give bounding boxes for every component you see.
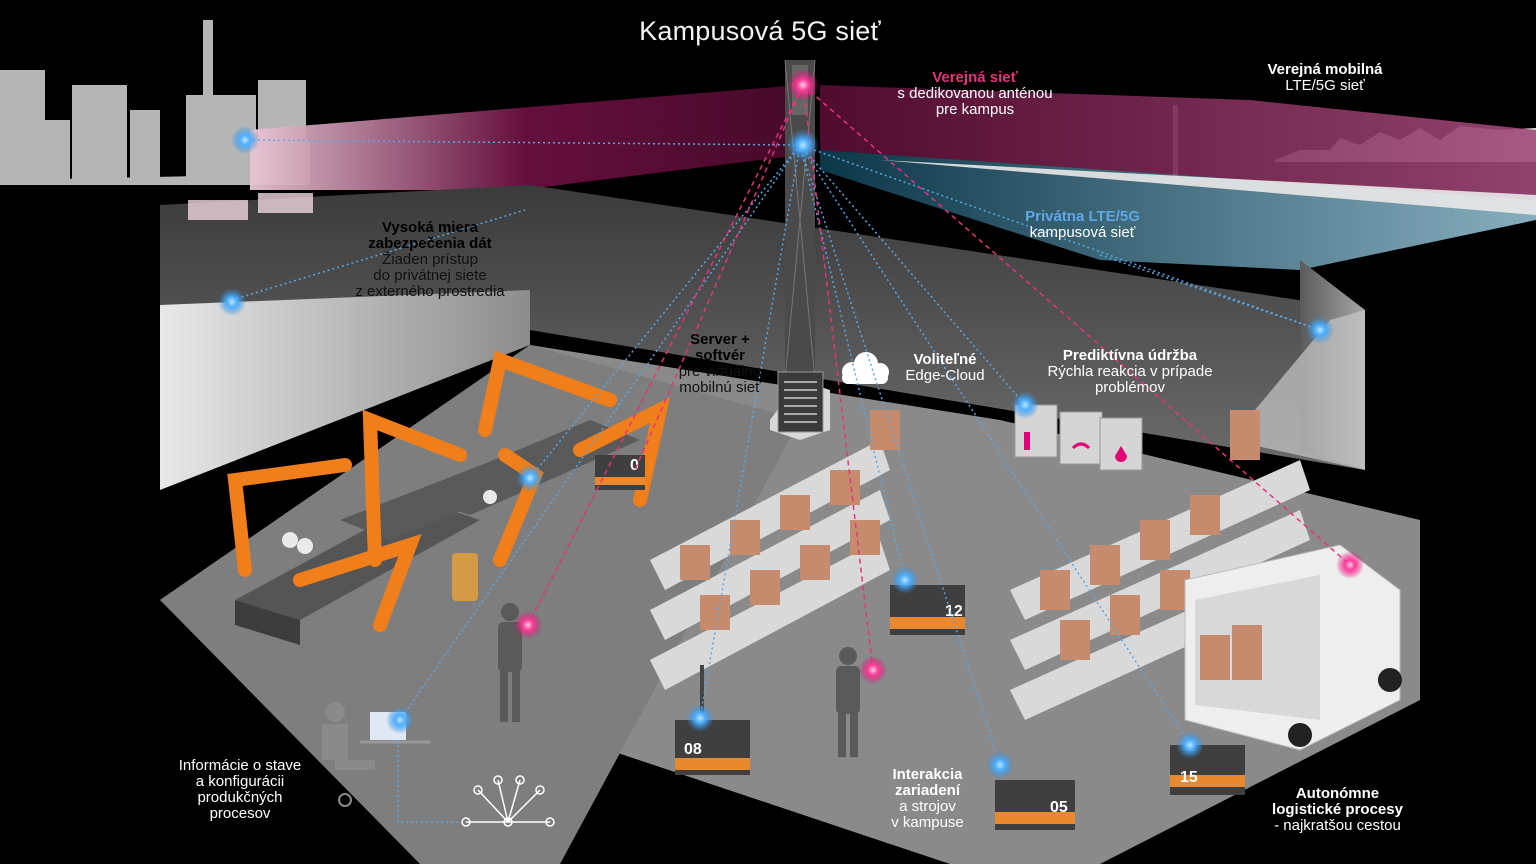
interaction-line1: a strojov <box>899 798 956 815</box>
agv-number-05: 05 <box>1050 799 1068 816</box>
security-title2: zabezpečenia dát <box>368 235 492 252</box>
agv-number-0: 0 <box>630 457 639 474</box>
agv-number-08: 08 <box>684 741 702 758</box>
public-beam-left <box>250 85 800 190</box>
status-info-label: Informácie o stave a konfigurácii produk… <box>165 758 315 822</box>
private-network-line1: kampusová sieť <box>1029 224 1136 241</box>
public-network-title: Verejná sieť <box>932 69 1018 86</box>
maintenance-title: Prediktívna údržba <box>1062 347 1198 364</box>
interaction-title1: Interakcia <box>892 766 963 783</box>
server-line1: pre virtuálnu <box>678 363 762 380</box>
public-network-line2: pre kampus <box>935 101 1015 118</box>
right-light <box>1230 310 1365 470</box>
signal-points <box>218 69 1364 779</box>
status-line4: procesov <box>209 805 271 822</box>
server-title2: softvér <box>694 347 746 364</box>
public-mobile-label: Verejná mobilná LTE/5G sieť <box>1240 62 1410 94</box>
public-network-line1: s dedikovanou anténou <box>897 85 1053 102</box>
person-icon <box>498 603 860 757</box>
private-network-title: Privátna LTE/5G <box>1025 208 1140 225</box>
server-rack-icon <box>770 371 830 440</box>
status-line1: Informácie o stave <box>178 757 302 774</box>
security-title1: Vysoká miera <box>381 219 479 236</box>
private-links <box>231 139 1321 766</box>
page-title: Kampusová 5G sieť <box>639 16 881 46</box>
private-beam-right <box>820 150 1536 270</box>
edge-cloud-label: Voliteľné Edge-Cloud <box>885 352 1005 384</box>
public-network-label: Verejná sieť s dedikovanou anténou pre k… <box>870 70 1080 118</box>
status-line3: produkčných <box>197 789 283 806</box>
left-wall <box>160 290 530 490</box>
public-mobile-title: Verejná mobilná <box>1267 61 1383 78</box>
status-line2: a konfigurácii <box>195 773 285 790</box>
logistics-title1: Autonómne <box>1295 785 1380 802</box>
wifi-icon <box>1071 442 1091 450</box>
public-beam-right <box>820 85 1536 200</box>
security-label: Vysoká miera zabezpečenia dát Žiaden prí… <box>330 220 530 300</box>
truck-icon <box>1184 544 1402 751</box>
drop-icon <box>1115 446 1127 462</box>
server-title1: Server + <box>690 331 750 348</box>
public-links <box>527 84 1351 671</box>
security-line3: z externého prostredia <box>355 283 505 300</box>
maintenance-label: Prediktívna údržba Rýchla reakcia v príp… <box>1020 348 1240 396</box>
maintenance-line1: Rýchla reakcia v prípade <box>1047 363 1213 380</box>
cell-tower-icon <box>784 59 816 381</box>
public-beam-light <box>880 160 1536 215</box>
robot-arm-icon <box>227 350 671 632</box>
back-wall <box>160 185 1365 470</box>
interaction-line2: v kampuse <box>891 814 964 831</box>
network-graph-icon <box>397 740 555 827</box>
maintenance-line2: problémov <box>1094 379 1166 396</box>
shelves-center <box>650 410 900 690</box>
edge-title: Voliteľné <box>913 351 977 368</box>
logistics-label: Autonómne logistické procesy - najkratšo… <box>1255 786 1420 834</box>
coin-stack <box>452 553 478 601</box>
server-label: Server + softvér pre virtuálnu mobilnú s… <box>660 332 780 396</box>
security-line1: Žiaden prístup <box>382 251 478 268</box>
thermometer-icon <box>1024 432 1030 450</box>
logistics-title2: logistické procesy <box>1272 801 1403 818</box>
operator-desk <box>322 702 430 807</box>
edge-line1: Edge-Cloud <box>905 367 985 384</box>
security-line2: do privátnej siete <box>373 267 487 284</box>
logistics-line1: - najkratšou cestou <box>1274 817 1401 834</box>
private-network-label: Privátna LTE/5G kampusová sieť <box>1000 209 1165 241</box>
agv-number-15: 15 <box>1180 769 1198 786</box>
interaction-label: Interakcia zariadení a strojov v kampuse <box>870 767 985 831</box>
server-line2: mobilnú sieť <box>679 379 761 396</box>
interaction-title2: zariadení <box>894 782 961 799</box>
public-mobile-line1: LTE/5G sieť <box>1285 77 1365 94</box>
agv-number-12: 12 <box>945 603 963 620</box>
